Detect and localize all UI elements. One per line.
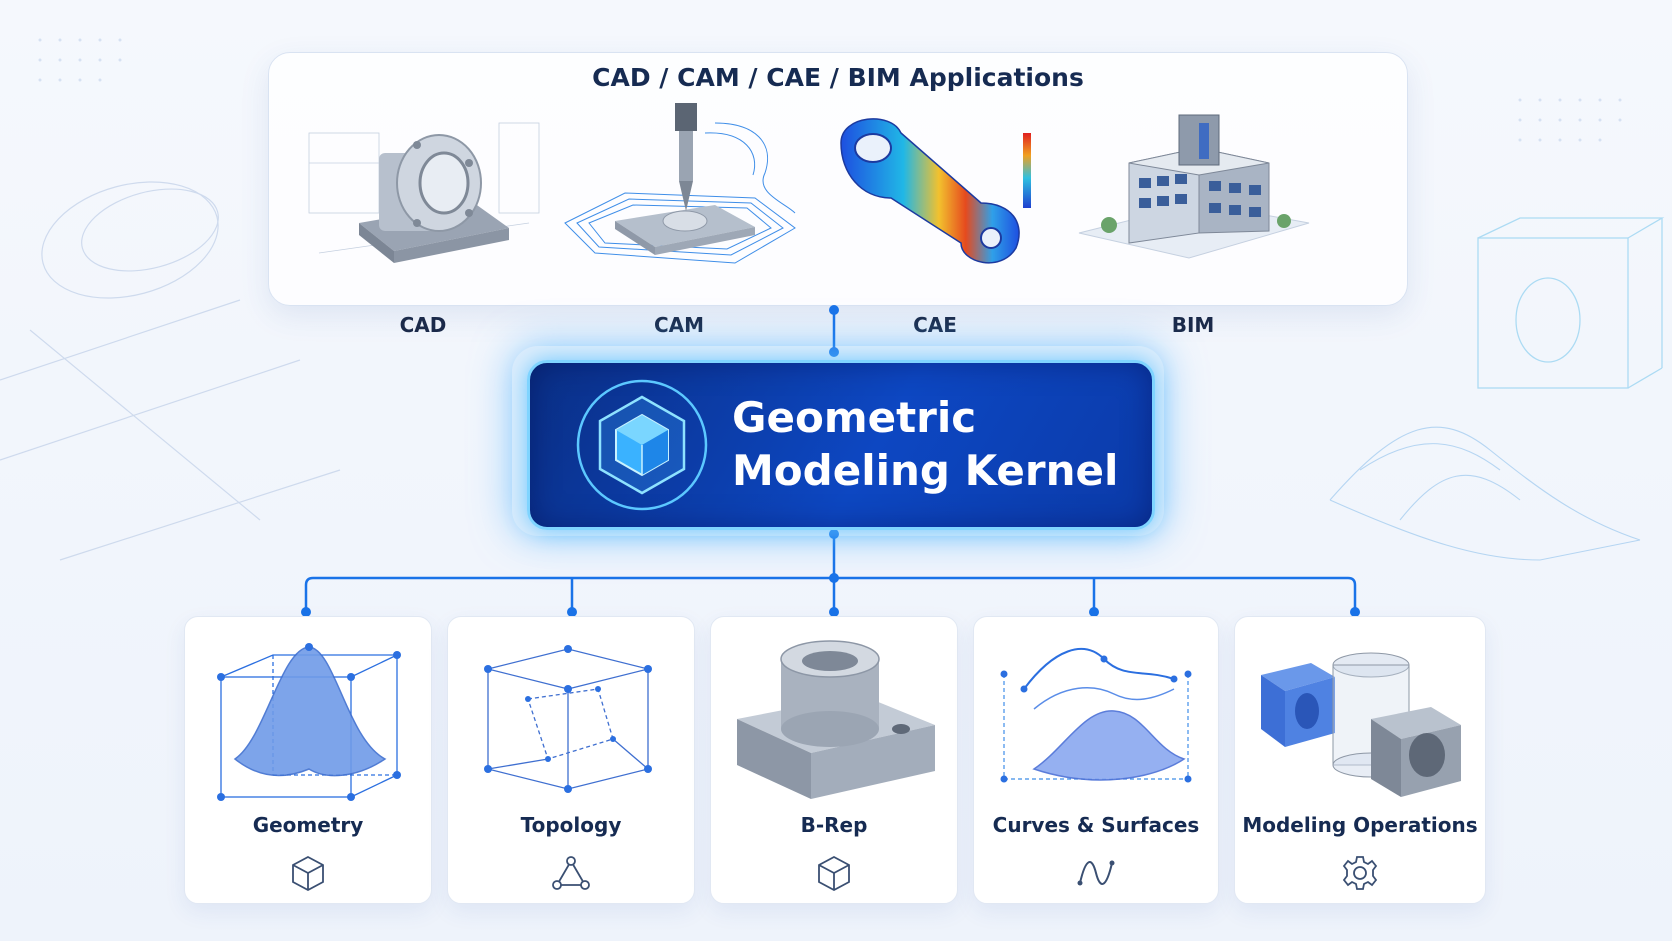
brep-solid-illustration (737, 640, 935, 799)
curves-surfaces-illustration (1000, 648, 1192, 783)
cae-analysis-illustration (840, 118, 1031, 264)
gear-icon (1342, 856, 1378, 890)
cube-outline-icon (292, 855, 324, 892)
app-cad: CAD (299, 103, 547, 337)
card-modeling-operations: Modeling Operations (1234, 616, 1486, 904)
app-bim: BIM (1069, 103, 1317, 337)
kernel-title-line2: Modeling Kernel (732, 446, 1119, 495)
card-label: Modeling Operations (1242, 813, 1478, 837)
kernel-title-line1: Geometric (732, 393, 977, 442)
app-label: CAM (653, 313, 705, 337)
card-brep: B-Rep (710, 616, 958, 904)
card-label: B-Rep (800, 813, 868, 837)
card-geometry: Geometry (184, 616, 432, 904)
applications-panel: CAD / CAM / CAE / BIM Applications CAD (268, 52, 1408, 337)
app-cam: CAM (555, 103, 803, 337)
app-label: CAE (913, 313, 957, 337)
cad-part-illustration (308, 122, 540, 263)
kernel-box: Geometric Modeling Kernel (527, 360, 1155, 530)
card-label: Topology (520, 813, 622, 837)
card-topology: Topology (447, 616, 695, 904)
kernel-cube-icon (576, 379, 708, 511)
triangle-nodes-icon (552, 856, 590, 890)
app-label: BIM (1171, 313, 1215, 337)
app-cae: CAE (811, 103, 1059, 337)
app-label: CAD (399, 313, 447, 337)
card-curves-surfaces: Curves & Surfaces (973, 616, 1219, 904)
geometry-surface-illustration (217, 643, 401, 801)
cam-machining-illustration (564, 103, 796, 264)
applications-title: CAD / CAM / CAE / BIM Applications (592, 63, 1084, 92)
kernel-title: Geometric Modeling Kernel (732, 391, 1132, 497)
wave-curve-icon (1077, 860, 1115, 886)
topology-graph-illustration (484, 645, 652, 793)
bim-building-illustration (1078, 114, 1310, 259)
card-label: Geometry (252, 813, 364, 837)
modeling-operations-illustration (1261, 652, 1461, 797)
cube-outline-icon (818, 855, 850, 892)
card-label: Curves & Surfaces (992, 813, 1200, 837)
